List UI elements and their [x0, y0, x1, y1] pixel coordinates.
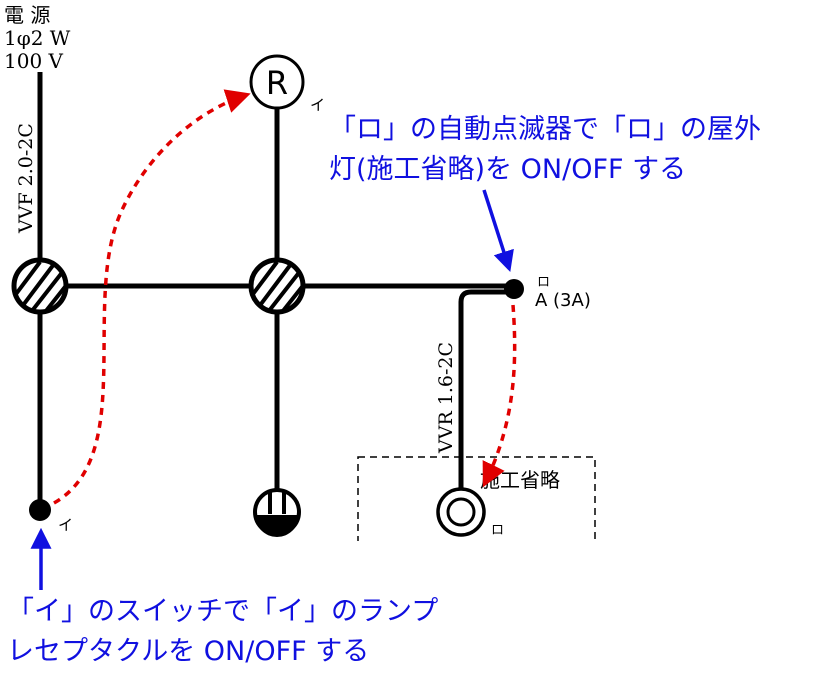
- junction-box-left: [11, 257, 69, 315]
- outdoor-lamp: ロ: [436, 487, 504, 538]
- red-dashed-arrow-i: [53, 89, 251, 505]
- annotation-i-line1: 「イ」のスイッチで「イ」のランプ: [7, 596, 438, 627]
- switch-i: イ: [29, 499, 73, 534]
- cable-label-outdoor: VVR 1.6-2C: [435, 342, 457, 454]
- receptacle-letter: R: [266, 64, 288, 102]
- annotation-ro-line1: 「ロ」の自動点滅器で「ロ」の屋外: [329, 114, 761, 145]
- power-source-phase: 1φ2 W: [4, 26, 71, 50]
- annotation-i-line2: レセプタクルを ON/OFF する: [7, 636, 369, 667]
- receptacle-icon: [249, 54, 305, 110]
- omitted-area-box: [357, 456, 596, 546]
- receptacle-label: イ: [310, 96, 325, 114]
- power-source-label: 電 源: [4, 3, 50, 27]
- switch-dot-icon: [504, 279, 524, 299]
- power-source-voltage: 100 V: [4, 49, 64, 73]
- outdoor-lamp-label: ロ: [491, 523, 504, 538]
- switch-ro-rating: A (3A): [535, 290, 591, 311]
- outdoor-lamp-icon: [436, 487, 486, 537]
- annotation-ro-line2: 灯(施工省略)を ON/OFF する: [329, 154, 686, 185]
- auto-flasher-ro: ロ A (3A): [504, 275, 591, 311]
- switch-ro-label: ロ: [537, 275, 550, 290]
- switch-i-label: イ: [58, 516, 73, 534]
- switch-dot-icon: [29, 499, 51, 521]
- wires: [37, 72, 514, 509]
- cable-label-main: VVF 2.0-2C: [15, 123, 37, 234]
- red-dashed-arrow-ro: [482, 304, 517, 488]
- wire-outdoor: [458, 289, 514, 488]
- blue-arrow-ro: [482, 189, 514, 272]
- lamp-receptacle: R イ: [249, 54, 325, 114]
- outlet: [253, 488, 301, 537]
- junction-box-center: [248, 257, 306, 315]
